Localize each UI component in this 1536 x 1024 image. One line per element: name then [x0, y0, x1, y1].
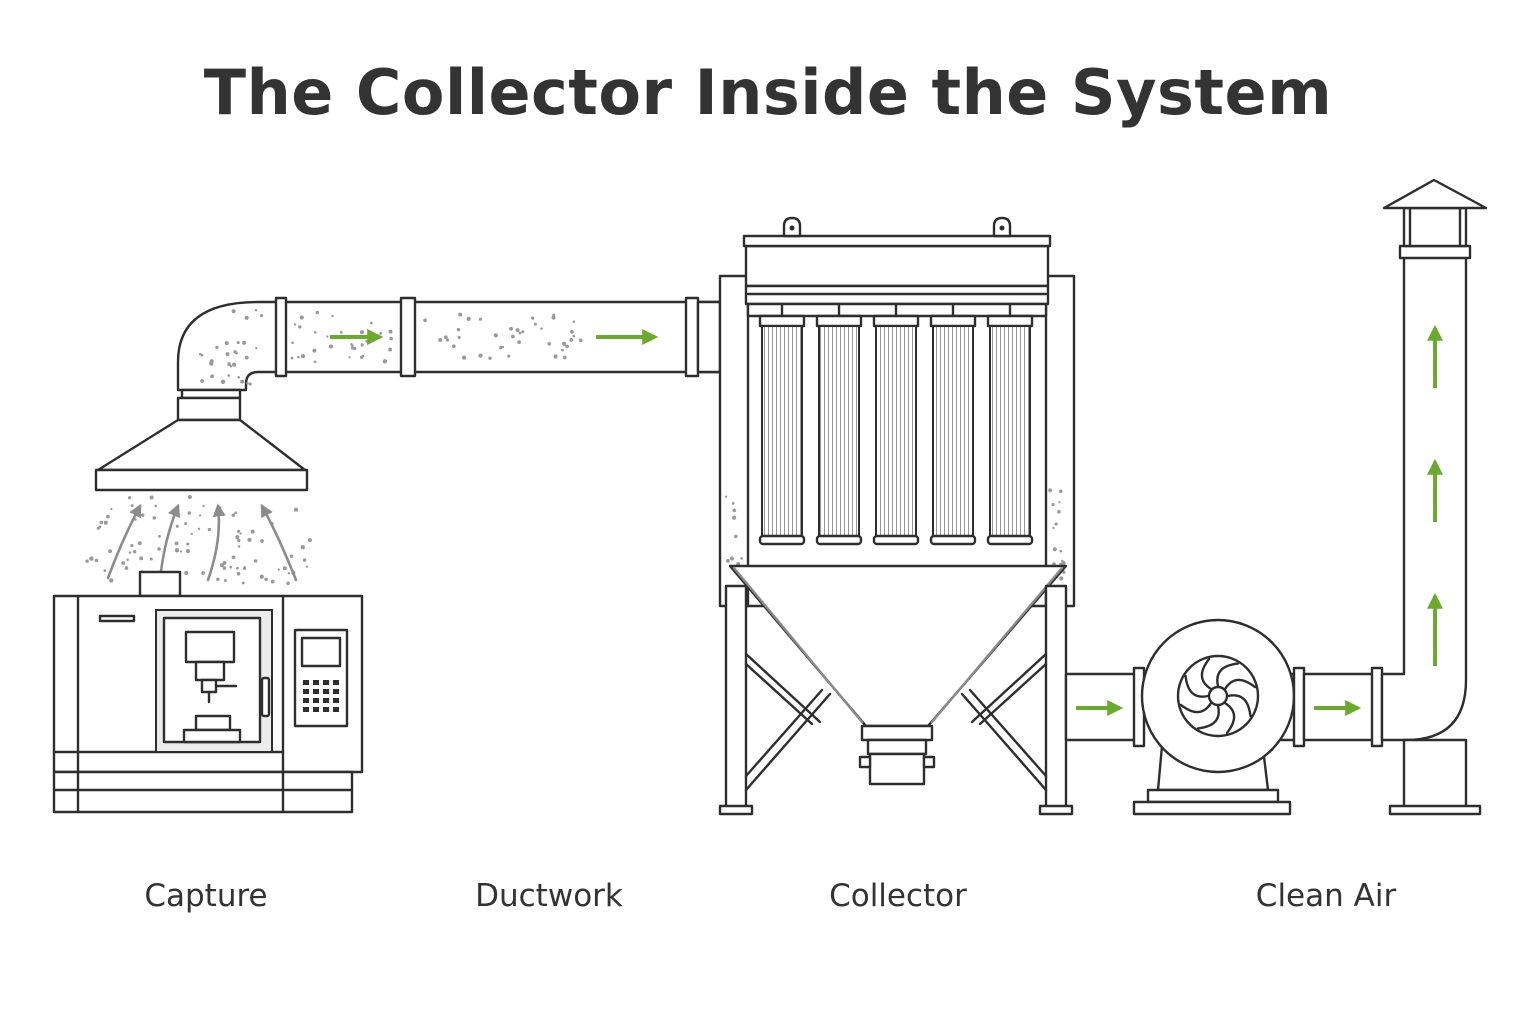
duct-flange: [399, 296, 417, 378]
fan-blade: [1223, 701, 1236, 735]
duct-flange: [684, 296, 700, 378]
stage-label-collector: Collector: [829, 878, 967, 914]
collector-roof: [742, 216, 1052, 318]
fan-blade: [1200, 657, 1213, 691]
cartridge-filter-icon: [758, 302, 806, 546]
rising-air-arrow-icon: [260, 503, 298, 582]
capture-hood-icon: [94, 388, 309, 492]
duct-elbow-icon: [176, 300, 282, 392]
exhaust-stack-icon: [1380, 178, 1488, 816]
clean-air-group: [1064, 178, 1488, 816]
rising-air-arrows: [106, 503, 298, 582]
hopper-icon: [728, 564, 1068, 786]
diagram-title: The Collector Inside the System: [203, 56, 1333, 129]
cartridge-filter-icon: [815, 302, 863, 546]
control-keypad: [303, 680, 339, 712]
rising-air-arrow-icon: [106, 503, 142, 580]
duct-flange: [274, 296, 288, 378]
duct-dust-particles: [198, 308, 583, 386]
fan-blade: [1226, 694, 1252, 718]
cartridge-filter-icon: [929, 302, 977, 546]
machining-center-icon: [52, 570, 364, 814]
capture-group: [52, 388, 364, 814]
collector-group: [718, 216, 1076, 816]
ductwork-group: [176, 296, 722, 392]
stage-label-clean-air: Clean Air: [1255, 878, 1397, 914]
fan-icon: [1132, 618, 1306, 816]
fan-blade: [1216, 662, 1240, 688]
cartridge-filter-icon: [872, 302, 920, 546]
fan-blade: [1184, 674, 1210, 698]
cartridge-filter-bank: [758, 302, 1034, 546]
stage-label-capture: Capture: [144, 878, 268, 914]
fan-blade: [1179, 701, 1213, 714]
fan-blade: [1223, 678, 1257, 691]
duct-inlet: [696, 300, 722, 374]
fan-blade: [1196, 704, 1220, 730]
rising-air-arrow-icon: [206, 503, 226, 582]
stage-label-ductwork: Ductwork: [475, 878, 623, 914]
cartridge-filter-icon: [986, 302, 1034, 546]
